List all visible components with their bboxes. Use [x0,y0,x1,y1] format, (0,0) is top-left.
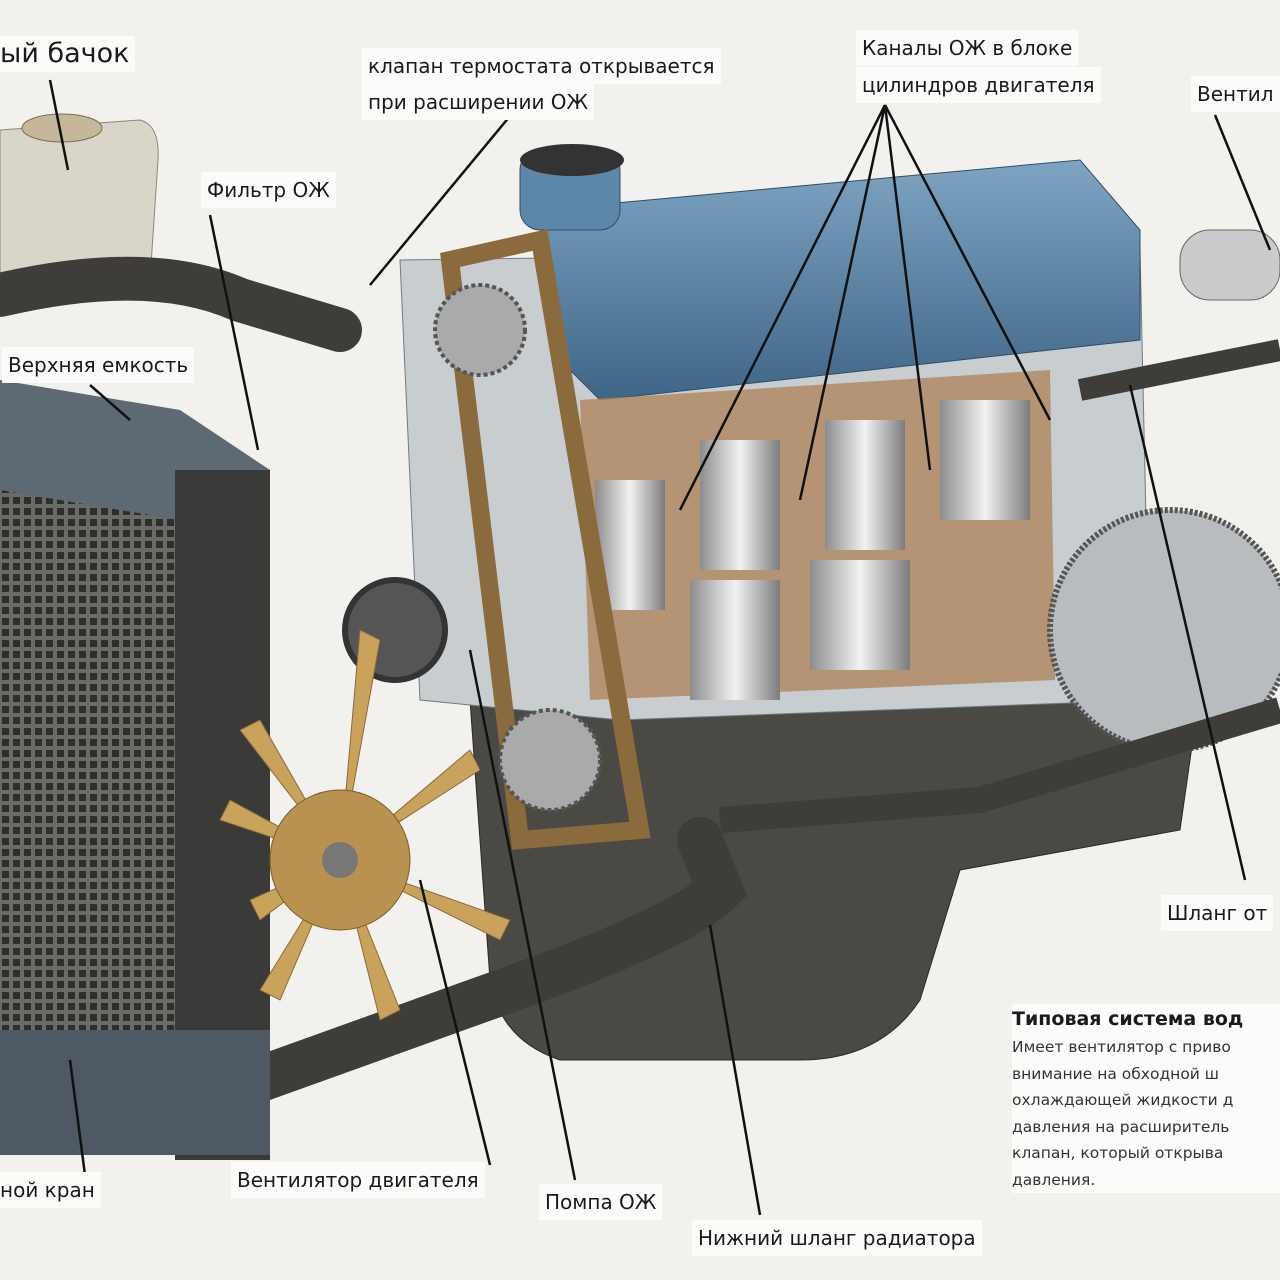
label-channels-1: Каналы ОЖ в блоке [856,30,1079,66]
timing-belt [440,229,651,850]
label-pump: Помпа ОЖ [539,1184,663,1220]
label-engine-fan: Вентилятор двигателя [231,1162,485,1198]
label-lower-hose: Нижний шланг радиатора [692,1220,982,1256]
label-upper-tank: Верхняя емкость [2,347,195,383]
description-title: Типовая система вод [1012,1008,1244,1030]
radiator [0,380,270,1160]
upper-hose [0,256,362,352]
lower-radiator-hose [207,817,747,1113]
description-line: давления на расширитель [1012,1117,1230,1136]
label-channels-2: цилиндров двигателя [856,67,1101,103]
description-line: клапан, который открыва [1012,1144,1224,1162]
flywheel [1047,507,1280,753]
pistons [595,400,1030,700]
label-thermostat-1: клапан термостата открывается [362,48,721,84]
label-thermostat-2: при расширении ОЖ [362,84,595,120]
heater-hose [719,697,1280,833]
label-filter: Фильтр ОЖ [201,172,336,208]
label-expansion-tank: ый бачок [0,36,136,72]
label-drain-valve: ной кран [0,1172,101,1208]
leader-lines [48,79,1272,1216]
description-block: Типовая система вод Имеет вентилятор с п… [1012,1004,1280,1193]
description-line: Имеет вентилятор с приво [1012,1038,1231,1056]
description-line: давления. [1012,1170,1096,1189]
expansion-tank [0,113,159,291]
label-hose-right: Шланг от [1161,895,1274,931]
description-line: охлаждающей жидкости д [1012,1091,1234,1109]
label-fan-right: Вентил [1191,76,1280,112]
description-line: внимание на обходной ш [1012,1064,1219,1083]
